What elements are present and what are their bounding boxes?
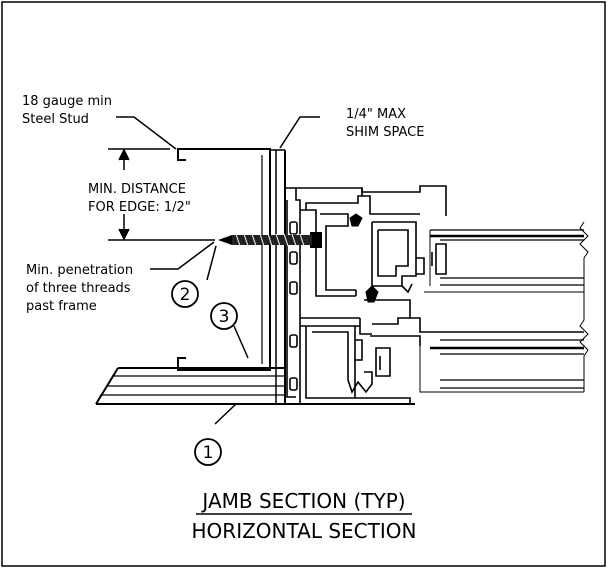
title-line1: JAMB SECTION (TYP): [200, 489, 405, 513]
shim-space: [270, 149, 286, 404]
window-frame: [285, 185, 584, 404]
penetration-callout-line2: of three threads: [26, 281, 131, 296]
marker-2-label: 2: [180, 285, 191, 305]
glazing-unit: [375, 221, 589, 393]
shim-callout-line2: SHIM SPACE: [346, 125, 424, 140]
wall-substrate: [95, 367, 415, 405]
stud-callout-line1: 18 gauge min: [22, 94, 112, 109]
penetration-callout-line1: Min. penetration: [26, 263, 133, 278]
marker-3: 3: [210, 302, 238, 330]
marker-2: 2: [171, 280, 199, 308]
screw-fastener: [218, 232, 322, 248]
leader-lines: [116, 116, 320, 425]
marker-3-label: 3: [219, 307, 230, 327]
title-line2: HORIZONTAL SECTION: [192, 519, 417, 543]
edge-callout-line1: MIN. DISTANCE: [88, 182, 186, 197]
marker-1-label: 1: [203, 443, 214, 463]
gaskets: [349, 213, 379, 303]
stud-callout-line2: Steel Stud: [22, 112, 89, 127]
marker-1: 1: [194, 438, 222, 466]
steel-stud: [177, 148, 271, 371]
edge-callout-line2: FOR EDGE: 1/2": [88, 200, 191, 215]
edge-dimension: [108, 148, 215, 241]
shim-callout-line1: 1/4" MAX: [346, 107, 406, 122]
penetration-callout-line3: past frame: [26, 299, 97, 314]
